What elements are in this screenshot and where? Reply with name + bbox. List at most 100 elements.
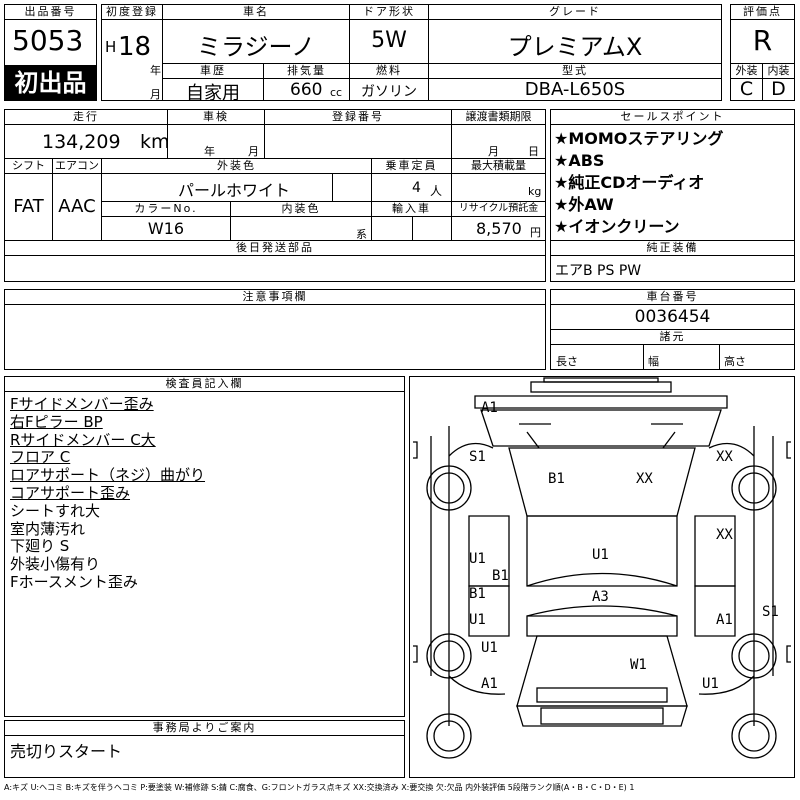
mileage-unit: km: [140, 131, 170, 153]
inspection-label: 車検: [167, 109, 265, 125]
capacity: 4: [412, 180, 421, 196]
sales-point: ★純正CDオーディオ: [554, 173, 705, 192]
inspector-note-line: Fサイドメンバー歪み: [10, 395, 154, 413]
damage-code-xx-right-front: XX: [716, 449, 733, 465]
exterior-color-label: 外装色: [101, 158, 372, 174]
history: 自家用: [186, 83, 240, 104]
lot-number: 5053: [12, 24, 84, 57]
interior-grade: D: [771, 78, 786, 100]
displacement: 660: [290, 80, 323, 100]
shift-label: シフト: [4, 158, 53, 174]
grade: プレミアムX: [507, 33, 643, 61]
interior-color-label: 内装色: [230, 201, 372, 217]
history-label: 車歴: [162, 63, 264, 79]
mileage-label: 走行: [4, 109, 168, 125]
car-diagram-box: [409, 376, 795, 778]
inspector-note-line: 右Fピラー BP: [10, 412, 103, 431]
later-parts-label: 後日発送部品: [4, 240, 546, 256]
displacement-label: 排気量: [263, 63, 350, 79]
year-unit: 年: [150, 64, 161, 77]
car-name: ミラジーノ: [196, 33, 316, 61]
registration-year: 18: [118, 32, 152, 62]
inspector-note-line: フロア C: [10, 448, 71, 467]
plate-box: [264, 124, 452, 159]
transfer-month-unit: 月: [488, 145, 499, 158]
model: DBA-L650S: [524, 79, 626, 100]
damage-code-w1-rear: W1: [630, 657, 647, 673]
interior-color-box: [230, 216, 372, 241]
door-type: 5W: [371, 28, 407, 53]
dims-height-box: [719, 344, 795, 370]
damage-code-b1-left-mid: B1: [492, 568, 509, 584]
damage-code-u1-center: U1: [592, 547, 609, 563]
office-message: 売切りスタート: [10, 742, 123, 761]
sales-point: ★ABS: [554, 151, 605, 170]
inspector-note-line: Fホースメント歪み: [10, 573, 138, 591]
inspector-notes-label: 検査員記入欄: [4, 376, 405, 392]
damage-code-a1-top: A1: [481, 400, 498, 416]
damage-code-xx-right-mid: XX: [716, 527, 733, 543]
later-parts-box: [4, 255, 546, 282]
dims-height: 高さ: [724, 355, 746, 368]
inspection-year-unit: 年: [204, 145, 215, 158]
plate-label: 登録番号: [264, 109, 452, 125]
damage-code-u1-left-low: U1: [481, 640, 498, 656]
load-label: 最大積載量: [451, 158, 546, 174]
caution-label: 注意事項欄: [4, 289, 546, 305]
inspector-note-line: 下廻り S: [10, 537, 70, 556]
damage-code-u1-right-low: U1: [702, 676, 719, 692]
office-box: [4, 735, 405, 778]
score-label: 評価点: [730, 4, 795, 20]
transfer-day-unit: 日: [528, 145, 539, 158]
equipment-box: [550, 255, 795, 282]
damage-code-a1-left-low: A1: [481, 676, 498, 692]
inspector-notes-box: [4, 391, 405, 717]
model-label: 型式: [428, 63, 722, 79]
interior-grade-box: [762, 78, 795, 101]
interior-color-unit: 系: [356, 228, 367, 241]
inspection-month-unit: 月: [248, 145, 259, 158]
fuel-label: 燃料: [349, 63, 429, 79]
inspector-note-line: コアサポート歪み: [10, 484, 131, 502]
car-body-diagram: [413, 377, 791, 759]
damage-code-u1-left-front: U1: [469, 551, 486, 567]
damage-code-b1-front: B1: [548, 471, 565, 487]
damage-code-s1-right: S1: [762, 604, 779, 620]
shift: FAT: [13, 196, 44, 217]
exterior-grade-label: 外装: [730, 63, 763, 79]
sales-point: ★イオンクリーン: [554, 217, 680, 236]
caution-box: [4, 304, 546, 370]
lot-number-label: 出品番号: [4, 4, 97, 20]
inspector-note-line: シートすれ大: [10, 501, 101, 520]
dims-width: 幅: [648, 355, 659, 368]
score: R: [752, 24, 773, 57]
exterior-color-subcell: [332, 173, 372, 202]
grade-label: グレード: [428, 4, 722, 20]
damage-code-u1-left-rear: U1: [469, 612, 486, 628]
sales-points-label: セールスポイント: [550, 109, 795, 125]
inspector-note-line: 外装小傷有り: [10, 555, 101, 574]
color-no-label: カラーNo.: [101, 201, 231, 217]
import-label: 輸入車: [371, 201, 452, 217]
exterior-grade: C: [739, 78, 754, 100]
mileage: 134,209: [42, 131, 121, 153]
transfer-label: 譲渡書類期限: [451, 109, 546, 125]
recycle-unit: 円: [530, 226, 541, 239]
sales-points-list: ★MOMOステアリング★ABS★純正CDオーディオ★外AW★イオンクリーン: [554, 128, 794, 238]
model-box: [428, 78, 722, 101]
damage-code-a1-right: A1: [716, 612, 733, 628]
color-no: W16: [147, 219, 185, 238]
month-unit: 月: [150, 88, 161, 101]
import-subcell: [412, 216, 452, 241]
ac: AAC: [58, 196, 96, 217]
legend-text: A:キズ U:ヘコミ B:キズを伴うヘコミ P:要塗装 W:補修跡 S:錆 C:…: [4, 783, 635, 792]
first-registration-label: 初度登録: [101, 4, 163, 20]
damage-code-s1-left: S1: [469, 449, 486, 465]
fuel: ガソリン: [361, 84, 417, 100]
chassis-number: 0036454: [634, 307, 711, 327]
era-letter: H: [105, 38, 117, 56]
door-label: ドア形状: [349, 4, 429, 20]
equipment-label: 純正装備: [550, 240, 795, 256]
displacement-unit: cc: [330, 86, 343, 99]
dims-length: 長さ: [556, 355, 578, 368]
